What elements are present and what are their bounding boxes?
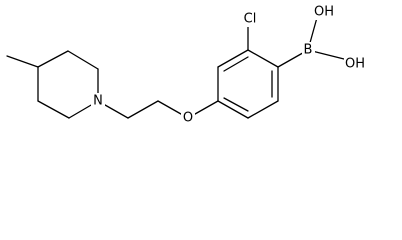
bond-aromatic	[247, 100, 279, 119]
hydroxyl-bottom-label: OH	[345, 57, 365, 72]
bond-aromatic	[217, 100, 249, 119]
ether-oxygen-label: O	[183, 111, 193, 126]
boron-label: B	[304, 43, 313, 58]
nitrogen-label: N	[93, 94, 103, 109]
bond-aromatic-double	[223, 56, 249, 72]
hydroxyl-top-label: OH	[314, 5, 334, 20]
bond-aromatic	[247, 49, 279, 68]
bond-aromatic	[217, 49, 249, 68]
bond-aromatic-double	[223, 97, 249, 112]
bond-piperidine	[37, 100, 70, 119]
bond-methyl	[6, 55, 39, 68]
bond-piperidine	[37, 50, 69, 68]
chemical-structure: Cl B OH OH O N	[6, 4, 366, 126]
bond-piperidine	[67, 50, 99, 70]
chlorine-label: Cl	[244, 12, 257, 27]
bond-ch2-ch2	[127, 100, 159, 119]
